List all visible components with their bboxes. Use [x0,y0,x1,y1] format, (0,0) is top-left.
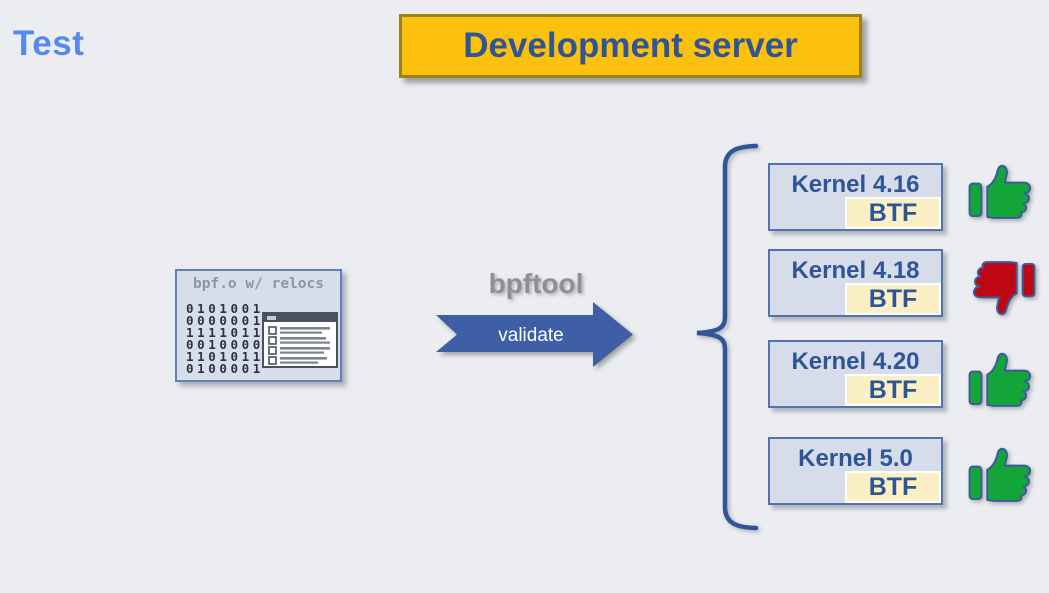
binary-row: 0100001 [186,361,264,376]
kernel-version-label: Kernel 5.0 [798,445,913,472]
binary-code-block: 0101001 0000001 1111011 0010000 1101011 … [186,301,264,376]
kernel-version-label: Kernel 4.20 [791,348,920,375]
kernel-version-label: Kernel 4.16 [791,171,920,198]
binary-row: 0010000 [186,337,264,352]
validate-arrow-label: validate [498,325,564,346]
btf-badge: BTF [845,374,941,406]
btf-badge: BTF [845,197,941,229]
window-list-icon [262,312,338,368]
thumbs-up-icon [966,352,1038,408]
bpftool-label: bpftool [488,268,584,299]
thumbs-up-icon [966,447,1038,503]
development-server-banner: Development server [399,14,862,78]
binary-row: 1101011 [186,349,264,364]
slide-corner-label: Test [13,24,85,63]
banner-title: Development server [463,26,798,65]
kernel-card: Kernel 5.0 BTF [768,437,943,505]
kernel-card: Kernel 4.20 BTF [768,340,943,408]
bpf-object-title: bpf.o w/ relocs [193,276,324,292]
validate-arrow: validate [436,302,633,367]
kernel-version-label: Kernel 4.18 [791,257,920,284]
binary-row: 1111011 [186,325,264,340]
binary-row: 0101001 [186,301,264,316]
thumbs-up-icon [966,164,1038,220]
binary-row: 0000001 [186,313,264,328]
curly-brace [696,143,759,531]
btf-badge: BTF [845,471,941,503]
thumbs-down-icon [966,260,1038,316]
kernel-card: Kernel 4.16 BTF [768,163,943,231]
kernel-card: Kernel 4.18 BTF [768,249,943,317]
bpf-object-card: bpf.o w/ relocs 0101001 0000001 1111011 … [175,269,342,382]
btf-badge: BTF [845,283,941,315]
